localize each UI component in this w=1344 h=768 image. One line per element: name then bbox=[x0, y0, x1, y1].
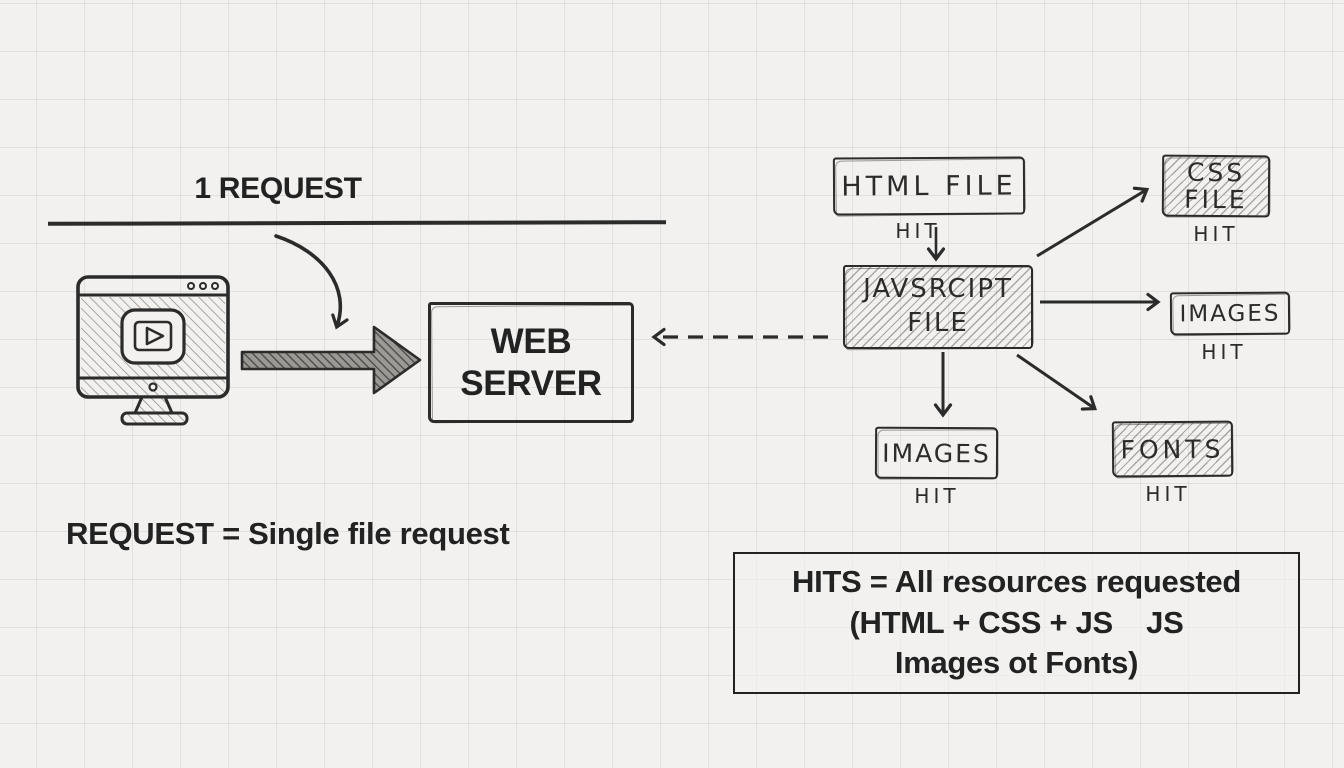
web-server-box: WEB SERVER bbox=[428, 302, 634, 423]
javascript-file-label-line1: JAVSRCIPT bbox=[863, 274, 1013, 305]
hit-label-images-right: HIT bbox=[1201, 340, 1247, 364]
fonts-label: FONTS bbox=[1120, 434, 1225, 464]
javascript-file-label-line2: FILE bbox=[907, 308, 969, 338]
arrow-js-to-css bbox=[1036, 186, 1150, 258]
html-file-label: HTML FILE bbox=[841, 170, 1017, 202]
hits-definition-line1: HITS = All resources requested bbox=[792, 563, 1241, 599]
javascript-file-box: JAVSRCIPT FILE bbox=[843, 265, 1033, 349]
html-file-box: HTML FILE bbox=[832, 156, 1026, 216]
arrow-js-to-fonts bbox=[1016, 353, 1098, 411]
css-file-label-line2: FILE bbox=[1184, 184, 1248, 215]
images-right-box: IMAGES bbox=[1169, 291, 1291, 336]
hit-label-html: HIT bbox=[895, 219, 941, 243]
images-bottom-box: IMAGES bbox=[874, 426, 999, 480]
css-file-label-line1: CSS bbox=[1186, 157, 1246, 187]
web-server-label-line1: WEB bbox=[490, 322, 572, 362]
fonts-box: FONTS bbox=[1111, 420, 1234, 478]
curved-down-annotation-arrow bbox=[274, 234, 349, 330]
request-definition-caption: REQUEST = Single file request bbox=[66, 516, 510, 551]
hits-definition-line2: (HTML + CSS + JS JS bbox=[849, 604, 1184, 640]
css-file-box: CSS FILE bbox=[1161, 154, 1271, 218]
images-bottom-label: IMAGES bbox=[882, 438, 991, 468]
browser-video-monitor-icon bbox=[76, 275, 230, 426]
hit-label-fonts: HIT bbox=[1145, 482, 1191, 506]
hits-definition-box: HITS = All resources requested (HTML + C… bbox=[733, 552, 1300, 694]
web-server-label-line2: SERVER bbox=[460, 363, 602, 403]
hit-label-css: HIT bbox=[1193, 222, 1239, 246]
hit-label-images-bottom: HIT bbox=[914, 484, 960, 508]
hits-definition-line3: Images ot Fonts) bbox=[894, 645, 1139, 681]
request-arrow bbox=[240, 325, 422, 395]
images-right-label: IMAGES bbox=[1179, 300, 1281, 327]
request-title: 1 REQUEST bbox=[194, 172, 362, 205]
